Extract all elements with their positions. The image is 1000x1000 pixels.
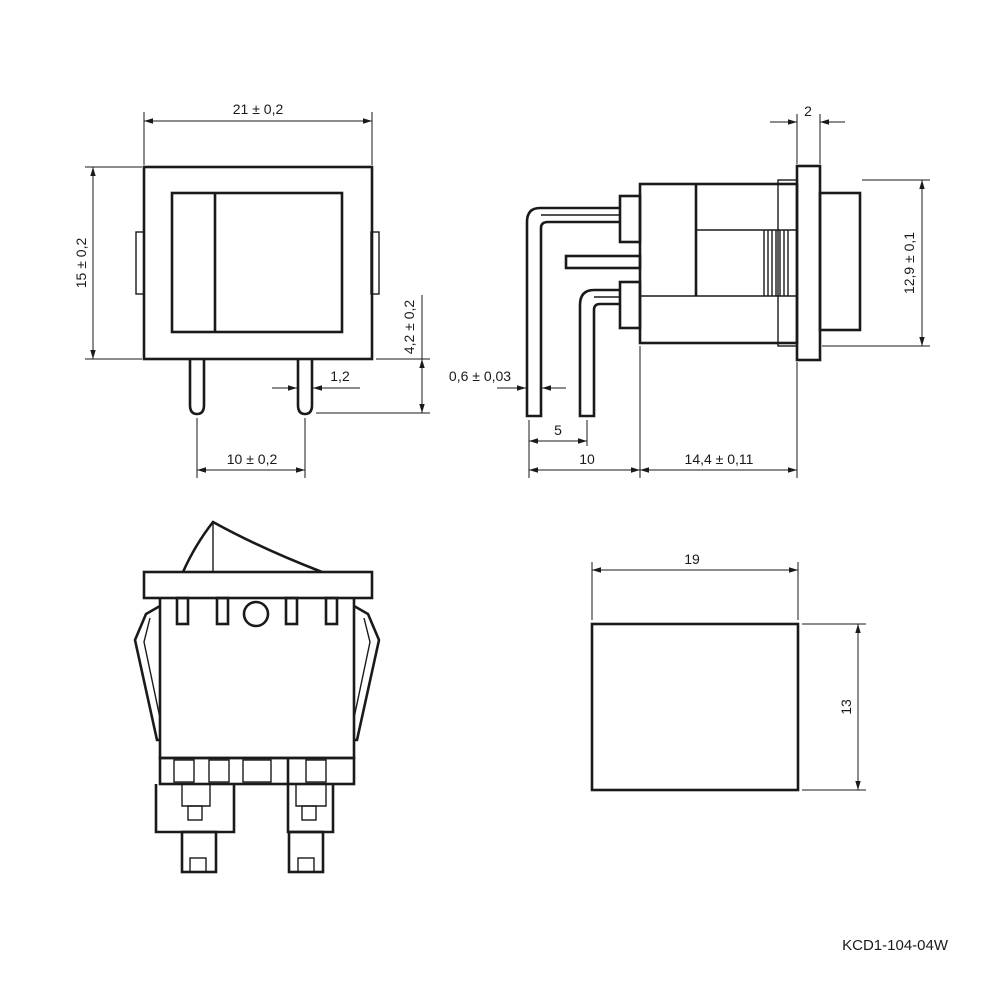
pin-spacing-label: 10 ± 0,2	[227, 451, 278, 467]
front-housing	[142, 165, 374, 361]
pin-thickness-label: 0,6 ± 0,03	[449, 368, 511, 384]
flange-label: 2	[804, 103, 812, 119]
panel-cutout-view: 19 13	[590, 551, 866, 792]
front-height-label: 15 ± 0,2	[73, 238, 89, 289]
front-view: 21 ± 0,2 15 ± 0,2 4,2 ± 0,2 1,2 10 ± 0,2	[73, 101, 430, 478]
side-ribs	[763, 230, 789, 296]
part-number: KCD1-104-04W	[842, 937, 949, 954]
body-length-label: 14,4 ± 0,11	[685, 451, 754, 467]
panel-cutout-rect	[590, 622, 800, 792]
indicator-hole	[242, 600, 270, 628]
side-view: 2 12,9 ± 0,1 0,6 ± 0,03 5 10 14,4 ± 0,11	[449, 103, 930, 478]
top-flange	[142, 570, 374, 600]
pin-width-label: 1,2	[330, 368, 350, 384]
front-width-label: 21 ± 0,2	[233, 101, 284, 117]
pin-span-label: 10	[579, 451, 595, 467]
front-right-pin	[296, 359, 314, 416]
pin-offset-label: 5	[554, 422, 562, 438]
front-left-pin	[188, 359, 206, 416]
cutout-width-label: 19	[684, 551, 700, 567]
middle-pin	[564, 254, 642, 270]
left-terminal-leg	[154, 784, 236, 834]
perspective-view	[133, 520, 381, 874]
rocker-curve	[181, 520, 323, 574]
side-body	[638, 182, 799, 345]
rocker-face	[170, 191, 344, 334]
upper-terminal-block	[618, 194, 642, 244]
side-height-label: 12,9 ± 0,1	[901, 232, 917, 294]
cutout-height-label: 13	[838, 699, 854, 715]
left-clip	[133, 604, 161, 742]
pin-length-label: 4,2 ± 0,2	[401, 300, 417, 355]
lower-terminal-block	[618, 280, 642, 330]
side-rocker-cap	[818, 191, 862, 332]
lower-bent-pin	[578, 288, 620, 418]
side-flange	[795, 164, 822, 362]
right-clip	[353, 604, 381, 742]
upper-bent-pin	[525, 206, 620, 418]
